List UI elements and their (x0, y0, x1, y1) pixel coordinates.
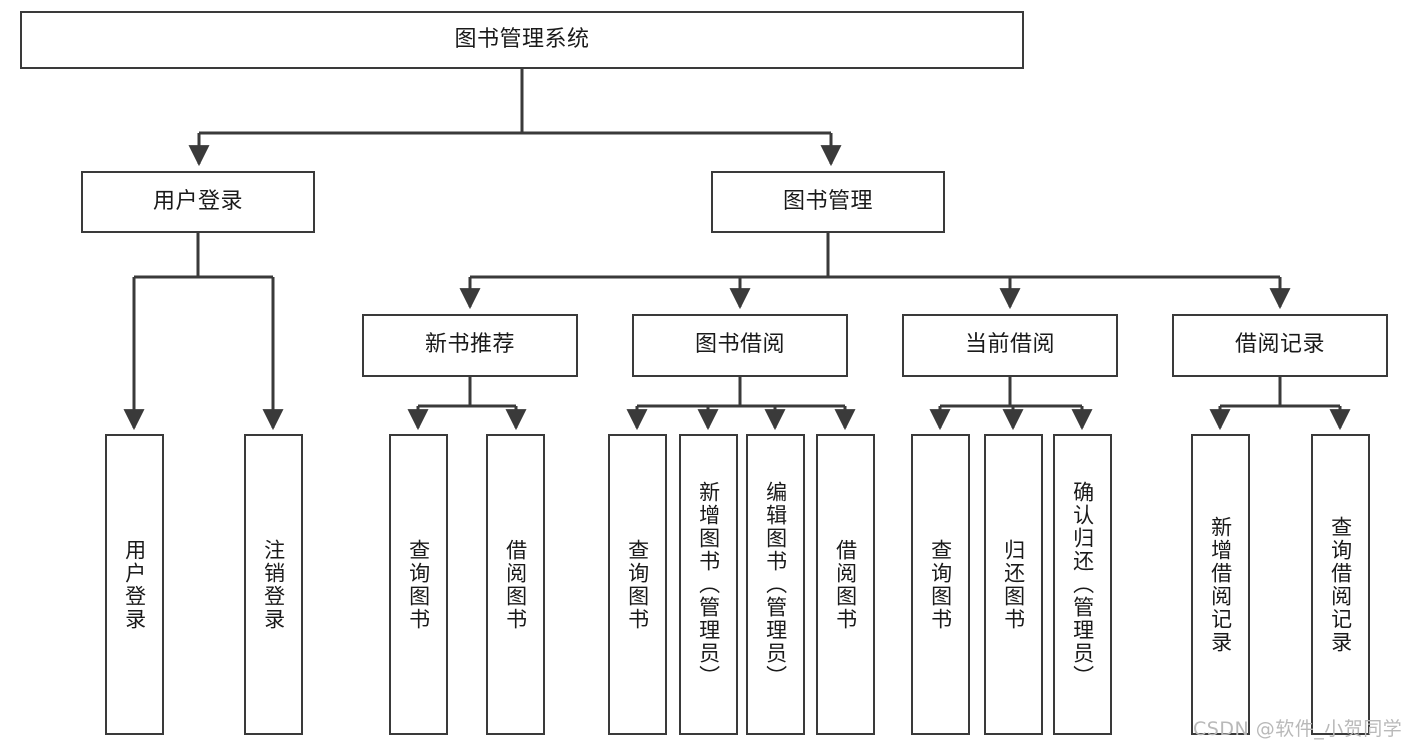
node-leaf-add-book-admin[interactable]: 新增图书（管理员） (679, 434, 738, 735)
node-leaf-query-book-1-label: 查询图书 (406, 538, 431, 631)
node-user-login-label: 用户登录 (152, 188, 243, 214)
node-book-borrow[interactable]: 图书借阅 (632, 314, 848, 377)
node-leaf-user-login-label: 用户登录 (122, 538, 147, 631)
node-current-borrow[interactable]: 当前借阅 (902, 314, 1118, 377)
node-book-borrow-label: 图书借阅 (694, 332, 785, 358)
node-leaf-confirm-return-admin-label: 确认归还（管理员） (1070, 481, 1095, 688)
node-leaf-query-book-2[interactable]: 查询图书 (608, 434, 667, 735)
node-leaf-query-book-1[interactable]: 查询图书 (389, 434, 448, 735)
node-leaf-query-borrow-record[interactable]: 查询借阅记录 (1311, 434, 1370, 735)
node-leaf-add-borrow-record[interactable]: 新增借阅记录 (1191, 434, 1250, 735)
node-root-label: 图书管理系统 (454, 26, 590, 52)
node-leaf-borrow-book-2-label: 借阅图书 (833, 538, 858, 631)
node-book-manage[interactable]: 图书管理 (711, 171, 945, 233)
node-leaf-add-borrow-record-label: 新增借阅记录 (1208, 515, 1233, 654)
node-leaf-query-book-3-label: 查询图书 (928, 538, 953, 631)
node-leaf-return-book[interactable]: 归还图书 (984, 434, 1043, 735)
node-leaf-add-book-admin-label: 新增图书（管理员） (696, 481, 721, 688)
watermark: CSDN @软件_小贺同学 (1193, 718, 1403, 740)
node-leaf-edit-book-admin[interactable]: 编辑图书（管理员） (746, 434, 805, 735)
node-leaf-user-logout-label: 注销登录 (261, 538, 286, 631)
node-leaf-return-book-label: 归还图书 (1001, 538, 1026, 631)
node-leaf-query-borrow-record-label: 查询借阅记录 (1328, 515, 1353, 654)
node-leaf-query-book-2-label: 查询图书 (625, 538, 650, 631)
node-current-borrow-label: 当前借阅 (964, 332, 1055, 358)
node-new-book-recommend[interactable]: 新书推荐 (362, 314, 578, 377)
node-leaf-borrow-book-1-label: 借阅图书 (503, 538, 528, 631)
node-leaf-user-logout[interactable]: 注销登录 (244, 434, 303, 735)
node-leaf-user-login[interactable]: 用户登录 (105, 434, 164, 735)
node-leaf-query-book-3[interactable]: 查询图书 (911, 434, 970, 735)
node-new-book-recommend-label: 新书推荐 (424, 332, 515, 358)
node-borrow-record[interactable]: 借阅记录 (1172, 314, 1388, 377)
node-root[interactable]: 图书管理系统 (20, 11, 1024, 69)
node-leaf-borrow-book-1[interactable]: 借阅图书 (486, 434, 545, 735)
node-book-manage-label: 图书管理 (782, 188, 873, 214)
node-leaf-confirm-return-admin[interactable]: 确认归还（管理员） (1053, 434, 1112, 735)
node-leaf-edit-book-admin-label: 编辑图书（管理员） (763, 481, 788, 688)
node-user-login[interactable]: 用户登录 (81, 171, 315, 233)
node-borrow-record-label: 借阅记录 (1234, 332, 1325, 358)
node-leaf-borrow-book-2[interactable]: 借阅图书 (816, 434, 875, 735)
